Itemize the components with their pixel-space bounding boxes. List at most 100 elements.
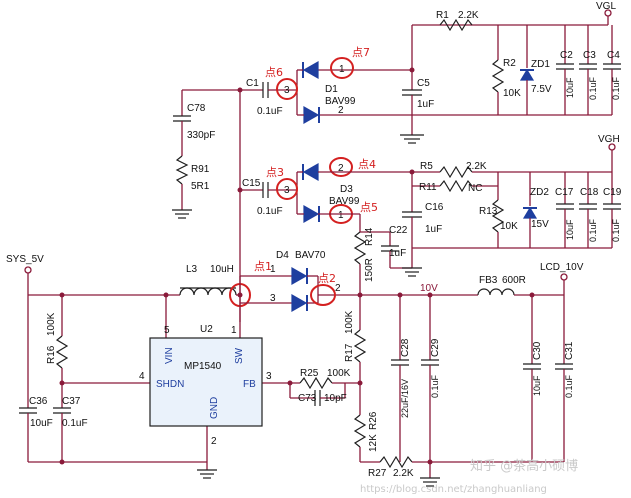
d3-part: BAV99 bbox=[329, 196, 360, 207]
d4-lower-diode bbox=[291, 293, 308, 313]
c31-ref: C31 bbox=[564, 341, 575, 360]
c5-ref: C5 bbox=[417, 78, 430, 89]
watermark-url: https://blog.csdn.net/zhanghuanliang bbox=[360, 484, 547, 495]
r27-ref: R27 bbox=[368, 468, 387, 479]
r26-resistor bbox=[353, 414, 367, 448]
c15-ref: C15 bbox=[242, 178, 261, 189]
zd2-ref: ZD2 bbox=[530, 187, 549, 198]
annotation-point-2: 点2 bbox=[318, 272, 336, 285]
r5-ref: R5 bbox=[420, 161, 433, 172]
r11-resistor bbox=[439, 179, 473, 193]
ic-gnd-pin-number: 2 bbox=[211, 436, 217, 447]
r25-resistor bbox=[299, 376, 333, 390]
r25-ref: R25 bbox=[300, 368, 319, 379]
r1-ref: R1 bbox=[436, 10, 449, 21]
d4-pin1: 1 bbox=[270, 264, 276, 275]
c1-value: 0.1uF bbox=[257, 106, 283, 117]
c3-value: 0.1uF bbox=[588, 76, 598, 100]
d1-part: BAV99 bbox=[325, 96, 356, 107]
vgl-label: VGL bbox=[596, 1, 616, 12]
r25-value: 100K bbox=[327, 368, 351, 379]
u2-ref: U2 bbox=[200, 324, 213, 335]
c37-value: 0.1uF bbox=[62, 418, 88, 429]
r14-ref: R14 bbox=[364, 227, 375, 246]
zd2-zener bbox=[522, 206, 538, 219]
c29-value: 0.1uF bbox=[430, 374, 440, 398]
c15-value: 0.1uF bbox=[257, 206, 283, 217]
fb3-ref: FB3 bbox=[479, 275, 498, 286]
c19-value: 0.1uF bbox=[611, 218, 621, 242]
zd1-zener bbox=[519, 68, 535, 81]
r17-ref: R17 bbox=[344, 343, 355, 362]
l3-value: 10uH bbox=[210, 264, 234, 275]
r5-value: 2.2K bbox=[466, 161, 487, 172]
c78-ref: C78 bbox=[187, 103, 206, 114]
ic-part-label: MP1540 bbox=[184, 361, 222, 372]
ring-point-3-pin: 3 bbox=[284, 185, 290, 196]
c16-value: 1uF bbox=[425, 224, 442, 235]
r16-value: 100K bbox=[46, 312, 57, 336]
c37-ref: C37 bbox=[62, 396, 81, 407]
c17-value: 10uF bbox=[565, 219, 575, 240]
ring-point-4-pin: 2 bbox=[338, 163, 344, 174]
r14-resistor bbox=[353, 231, 367, 265]
ring-point-6-pin: 3 bbox=[284, 85, 290, 96]
c18-ref: C18 bbox=[580, 187, 599, 198]
c36-value: 10uF bbox=[30, 418, 53, 429]
zd1-ref: ZD1 bbox=[531, 59, 550, 70]
r13-ref: R13 bbox=[479, 206, 498, 217]
r13-value: 10K bbox=[500, 221, 518, 232]
r11-ref: R11 bbox=[419, 182, 437, 193]
r17-value: 100K bbox=[344, 310, 355, 334]
ic-sw-pin-number: 1 bbox=[231, 325, 237, 336]
r2-resistor bbox=[491, 59, 505, 93]
c5-value: 1uF bbox=[417, 99, 434, 110]
vgl-terminal bbox=[604, 9, 612, 17]
d3-ref: D3 bbox=[340, 184, 353, 195]
zd1-value: 7.5V bbox=[531, 84, 552, 95]
d1-upper-diode bbox=[302, 60, 319, 80]
ring-point-7 bbox=[330, 57, 354, 79]
annotation-point-6: 点6 bbox=[265, 66, 283, 79]
d1-pin2: 2 bbox=[338, 105, 344, 116]
vgh-label: VGH bbox=[598, 134, 620, 145]
c19-ref: C19 bbox=[603, 187, 622, 198]
ic-fb-pin-number: 3 bbox=[266, 371, 272, 382]
ring-point-2 bbox=[310, 284, 336, 306]
d4-ref: D4 bbox=[276, 250, 289, 261]
r91-ref: R91 bbox=[191, 164, 210, 175]
c22-ref: C22 bbox=[389, 225, 408, 236]
c73-ref: C73 bbox=[298, 393, 317, 404]
l3-ref: L3 bbox=[186, 264, 198, 275]
r1-value: 2.2K bbox=[458, 10, 479, 21]
d1-ref: D1 bbox=[325, 84, 338, 95]
r2-ref: R2 bbox=[503, 58, 516, 69]
d3-upper-diode bbox=[302, 162, 319, 182]
c4-ref: C4 bbox=[607, 50, 620, 61]
annotation-point-7: 点7 bbox=[352, 46, 370, 59]
c29-ref: C29 bbox=[430, 338, 441, 357]
r13-resistor bbox=[491, 199, 505, 233]
c30-value: 10uF bbox=[532, 375, 542, 396]
ic-shdn-label: SHDN bbox=[156, 379, 184, 390]
vgh-terminal bbox=[608, 143, 616, 151]
c4-value: 0.1uF bbox=[611, 76, 621, 100]
r27-value: 2.2K bbox=[393, 468, 414, 479]
ring-point-7-pin: 1 bbox=[339, 64, 345, 75]
r26-ref: R26 bbox=[368, 411, 379, 430]
c3-ref: C3 bbox=[583, 50, 596, 61]
c16-ref: C16 bbox=[425, 202, 444, 213]
r11-value: NC bbox=[468, 183, 482, 194]
fb3-ferrite bbox=[477, 288, 515, 296]
ring-point-6 bbox=[276, 78, 298, 100]
l3-inductor bbox=[179, 287, 237, 296]
r91-value: 5R1 bbox=[191, 181, 210, 192]
r27-resistor bbox=[379, 455, 413, 469]
r5-resistor bbox=[439, 165, 473, 179]
r2-value: 10K bbox=[503, 88, 521, 99]
c78-value: 330pF bbox=[187, 130, 215, 141]
annotation-point-3: 点3 bbox=[266, 166, 284, 179]
d4-pin3: 3 bbox=[270, 293, 276, 304]
sys-5v-label: SYS_5V bbox=[6, 254, 44, 265]
